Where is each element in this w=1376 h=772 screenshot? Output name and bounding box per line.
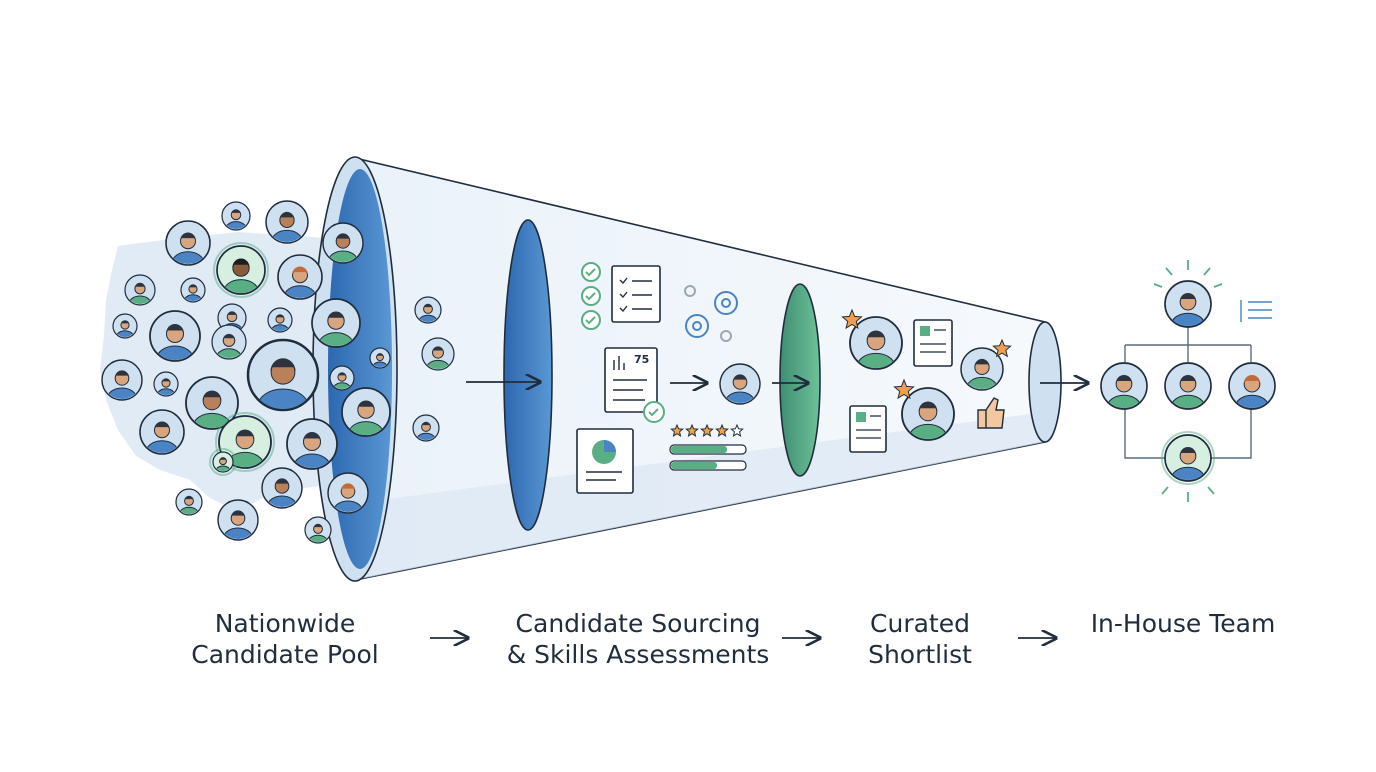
person-avatar-icon [180, 277, 206, 303]
stage-label-line1: In-House Team [1090, 609, 1276, 638]
person-avatar-icon [149, 310, 201, 362]
funnel-shadow [355, 412, 1045, 580]
person-avatar-icon [414, 296, 442, 324]
person-avatar-icon [1100, 362, 1148, 410]
person-avatar-icon [209, 448, 237, 476]
stage-label-sourcing: Candidate Sourcing & Skills Assessments [498, 608, 778, 670]
rating-star-icon [685, 423, 699, 437]
stage-label-line1: Nationwide [214, 609, 356, 638]
star-icon [992, 338, 1012, 358]
rating-star-icon [715, 423, 729, 437]
skill-bars [669, 444, 747, 471]
highlight-rays-top [1153, 260, 1223, 288]
person-avatar-icon [327, 472, 369, 514]
person-avatar-icon [217, 499, 259, 541]
stage-label-line2: Candidate Pool [191, 640, 379, 669]
checklist-icon [581, 262, 661, 330]
stage-label-line2: & Skills Assessments [506, 640, 770, 669]
shortlist-ring [779, 283, 821, 477]
person-avatar-icon [221, 201, 251, 231]
stage-label-shortlist: Curated Shortlist [840, 608, 1000, 670]
gears-icon [684, 285, 738, 342]
star-rating [670, 423, 744, 437]
stage-label-line1: Candidate Sourcing [515, 609, 761, 638]
funnel-mouth-inner [328, 169, 392, 569]
person-avatar-icon [1161, 431, 1215, 485]
person-avatar-icon [261, 467, 303, 509]
person-avatar-icon [165, 220, 211, 266]
stage-label-candidate-pool: Nationwide Candidate Pool [165, 608, 405, 670]
person-avatar-icon [1228, 362, 1276, 410]
person-avatar-icon [139, 409, 185, 455]
person-avatar-icon [369, 347, 391, 369]
person-avatar-icon [1164, 362, 1212, 410]
shortlist-resume-2 [849, 405, 887, 453]
list-icon [1240, 300, 1272, 322]
rating-star-icon [700, 423, 714, 437]
shortlist-resume-1 [913, 319, 953, 367]
pie-report-icon [576, 428, 634, 494]
org-chart-lines [1124, 325, 1252, 459]
funnel-exit-ring [1028, 321, 1062, 443]
thumbs-up-icon [977, 397, 1005, 429]
person-avatar-icon [213, 242, 269, 298]
person-avatar-icon [311, 298, 361, 348]
stage-label-in-house-team: In-House Team [1078, 608, 1288, 639]
person-avatar-icon [960, 347, 1004, 391]
person-avatar-icon [421, 337, 455, 371]
person-avatar-icon [719, 363, 761, 405]
person-avatar-icon [175, 488, 203, 516]
star-icon [893, 378, 915, 400]
person-avatar-icon [265, 200, 309, 244]
person-avatar-icon [246, 338, 320, 412]
person-avatar-icon [304, 516, 332, 544]
stage-label-line2: Shortlist [868, 640, 972, 669]
rating-star-icon [730, 423, 744, 437]
person-avatar-icon [277, 254, 323, 300]
person-avatar-icon [849, 316, 903, 370]
star-icon [841, 308, 863, 330]
sourcing-ring [503, 219, 553, 531]
score-report-icon [604, 347, 665, 423]
rating-star-icon [670, 423, 684, 437]
person-avatar-icon [153, 371, 179, 397]
assessment-score: 75 [634, 353, 649, 366]
stage-label-line1: Curated [870, 609, 970, 638]
highlight-rays-bottom [1161, 486, 1215, 502]
person-avatar-icon [286, 418, 338, 470]
